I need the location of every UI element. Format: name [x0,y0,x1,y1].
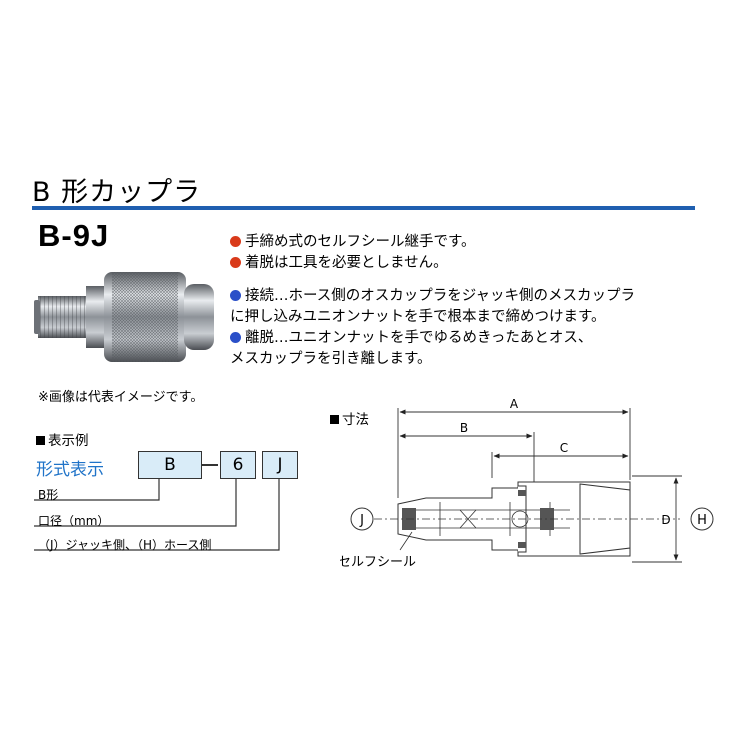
feature-item: 手締め式のセルフシール継手です。 [230,232,476,253]
feature-text: 手締め式のセルフシール継手です。 [245,234,476,250]
coupler-product-image [34,272,214,362]
dim-label-b: B [460,421,468,435]
square-bullet-icon [36,436,45,445]
blue-bullet-icon [230,290,241,301]
dimensions-heading: 寸法 [330,408,369,428]
end-label-j: J [359,513,364,528]
feature-text: 離脱…ユニオンナットを手でゆるめきったあとオス、 [245,330,593,346]
feature-item: 着脱は工具を必要としません。 [230,253,448,274]
page-title: B 形カップラ [32,177,202,208]
feature-text: 接続…ホース側のオスカップラをジャッキ側のメスカップラ [245,288,636,304]
dim-label-a: A [510,397,519,411]
model-number: B-9J [38,218,110,253]
type-box-b: B [138,451,202,479]
square-bullet-icon [330,415,339,424]
feature-item: 接続…ホース側のオスカップラをジャッキ側のメスカップラ に押し込みユニオンナット… [230,286,635,328]
dash [202,464,218,466]
type-box-j: J [262,451,298,479]
red-bullet-icon [230,257,241,268]
legend-side: （J）ジャッキ側、（H）ホース側 [38,538,212,552]
dimension-drawing: J H A B C D セルフシール [340,397,714,570]
type-label: 形式表示 [36,460,104,480]
blue-bullet-icon [230,332,241,343]
type-box-6: 6 [220,451,256,479]
dim-label-c: C [560,441,568,455]
feature-text: メスカップラを引き離します。 [230,351,432,367]
heading-text: 表示例 [48,433,89,449]
end-label-h: H [697,513,707,528]
red-bullet-icon [230,236,241,247]
legend-diameter: 口径（mm） [38,514,110,528]
legend-b-type: B形 [38,488,59,502]
title-rule [32,206,695,210]
display-example-heading: 表示例 [36,429,89,449]
image-note: ※画像は代表イメージです。 [38,390,204,405]
legend-leaders [34,479,280,551]
feature-item: 離脱…ユニオンナットを手でゆるめきったあとオス、 メスカップラを引き離します。 [230,328,592,370]
dim-label-d: D [661,513,670,527]
heading-text: 寸法 [342,412,369,428]
feature-text: 着脱は工具を必要としません。 [245,255,448,271]
feature-text: に押し込みユニオンナットを手で根本まで締めつけます。 [230,309,606,325]
self-seal-label: セルフシール [340,555,416,570]
